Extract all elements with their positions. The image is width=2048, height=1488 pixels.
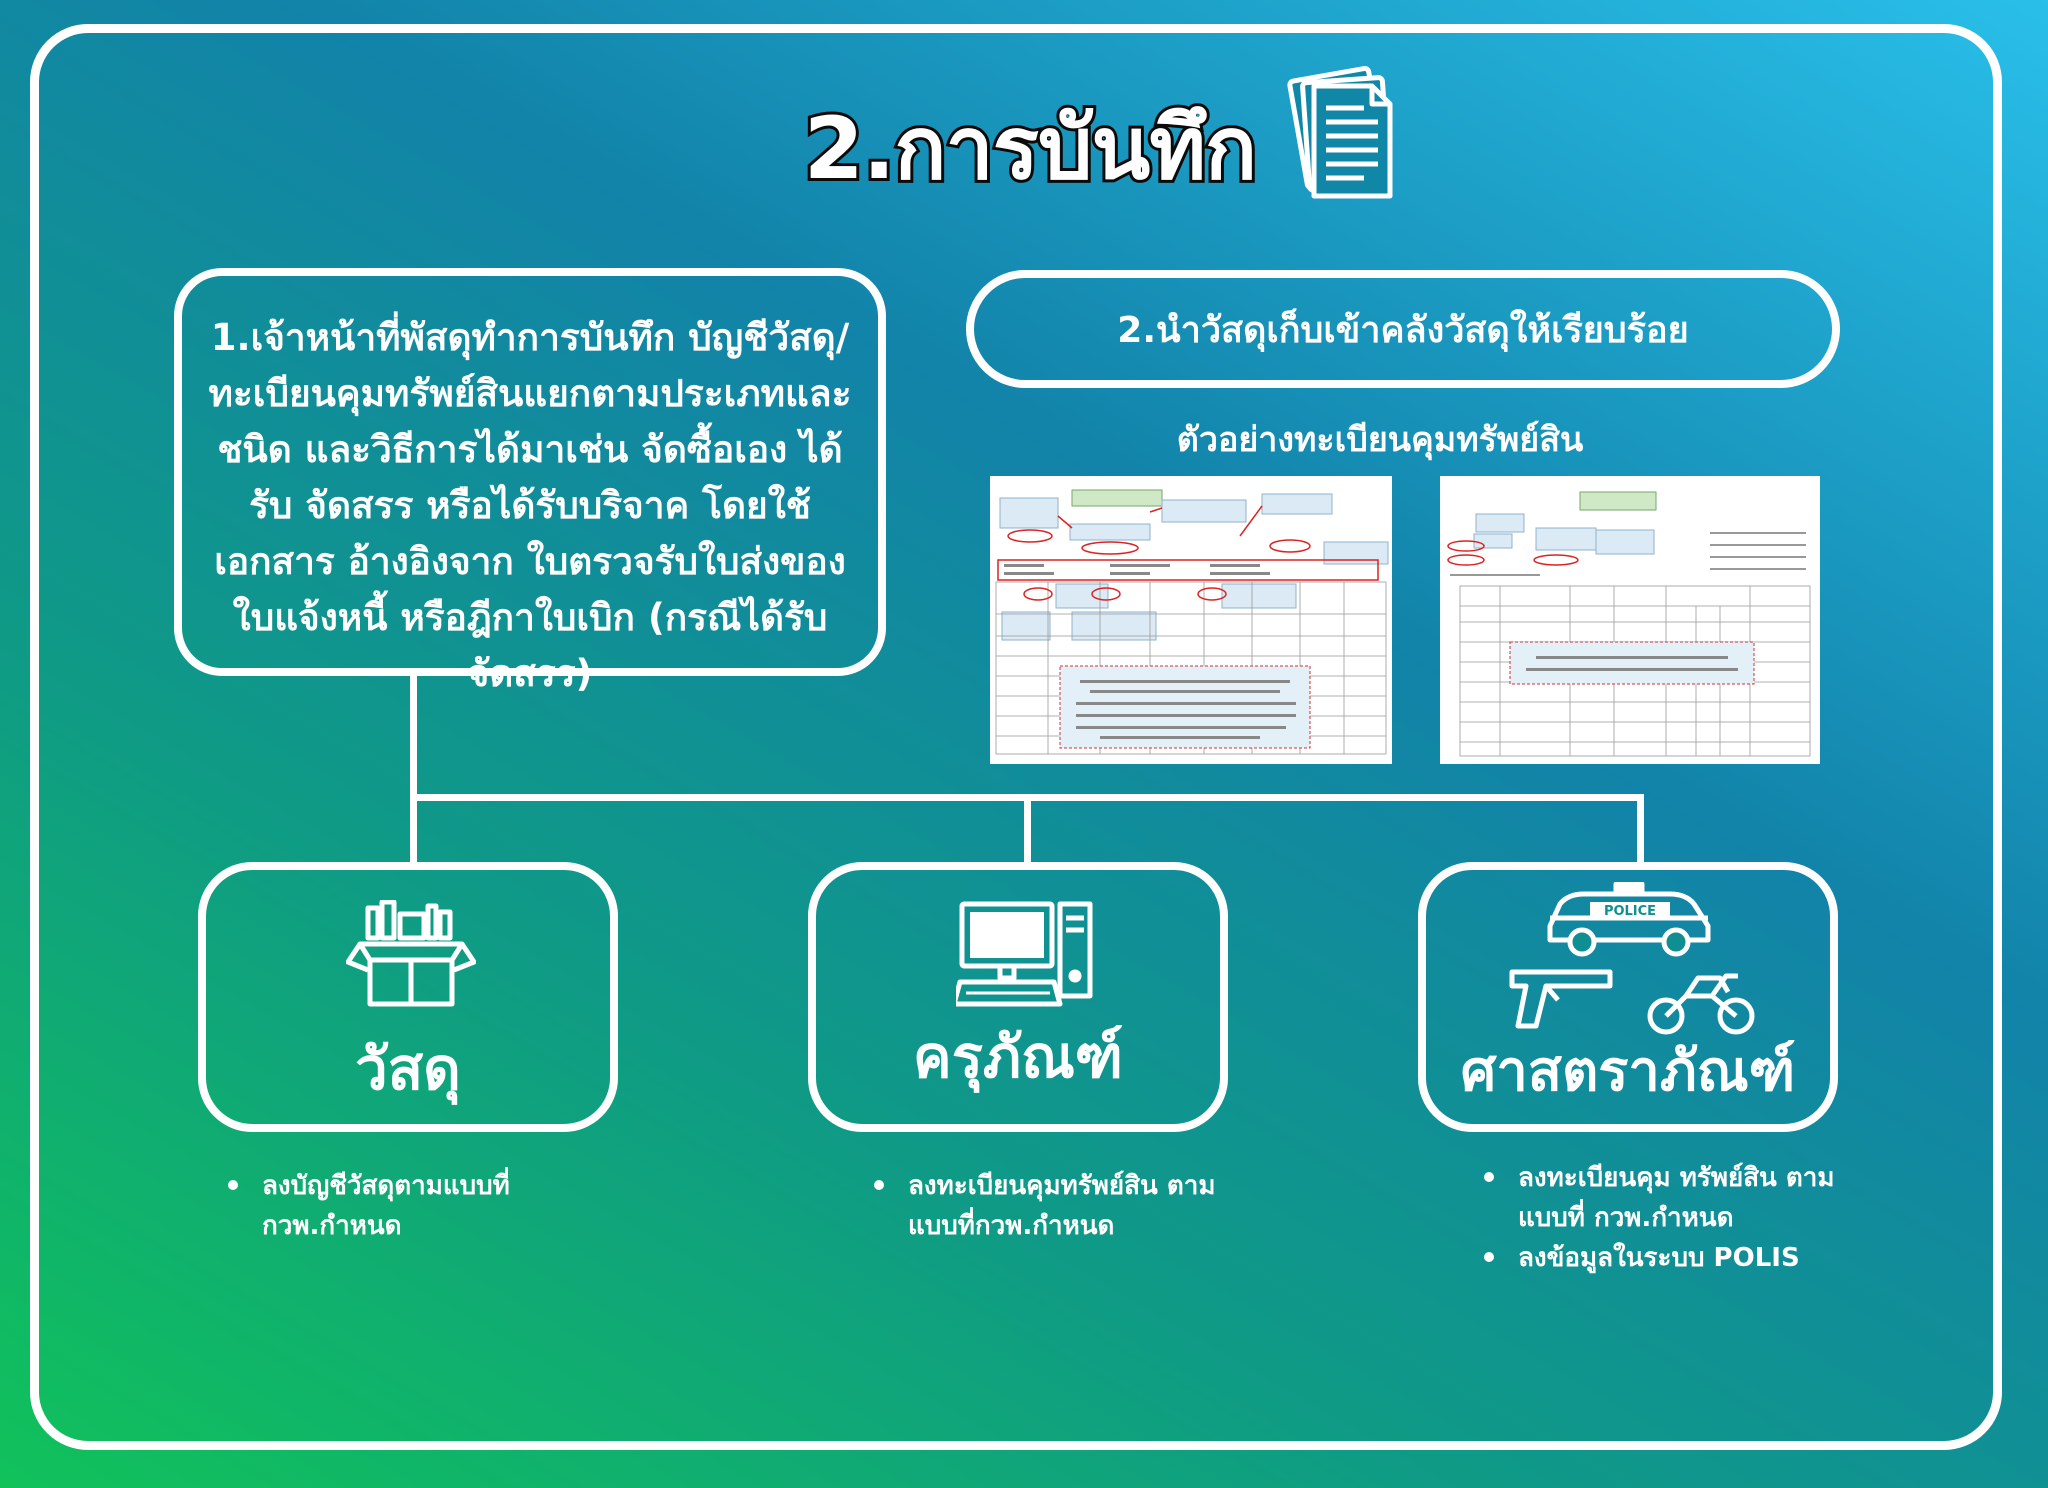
document-stack-icon <box>1287 66 1393 199</box>
step2-box: 2.นำวัสดุเก็บเข้าคลังวัสดุให้เรียบร้อย <box>966 270 1840 388</box>
category-material: วัสดุ <box>198 862 618 1132</box>
step1-box: 1.เจ้าหน้าที่พัสดุทำการบันทึก บัญชีวัสดุ… <box>174 268 886 695</box>
connector-center <box>1024 794 1031 864</box>
category-label-durable: ครุภัณฑ์ <box>912 1023 1124 1091</box>
connector-right <box>1637 794 1644 864</box>
motorcycle-icon <box>1647 973 1755 1035</box>
step1-text: 1.เจ้าหน้าที่พัสดุทำการบันทึก บัญชีวัสดุ… <box>208 316 852 695</box>
note-item: ลงข้อมูลในระบบ POLIS <box>1484 1238 1844 1278</box>
computer-icon <box>956 901 1093 1007</box>
svg-text:POLICE: POLICE <box>1604 904 1656 919</box>
outer-frame <box>30 24 2002 1450</box>
connector-left <box>410 794 417 864</box>
page-title: 2.การบันทึก <box>801 96 1260 202</box>
category-weapons: POLICE ศาสตราภัณฑ์ <box>1418 862 1838 1132</box>
notes-weapons: ลงทะเบียนคุม ทรัพย์สิน ตามแบบที่ กวพ.กำห… <box>1484 1158 1844 1278</box>
note-item: ลงบัญชีวัสดุตามแบบที่ กวพ.กำหนด <box>228 1166 568 1246</box>
police-car-icon: POLICE <box>1547 882 1711 957</box>
sample-title: ตัวอย่างทะเบียนคุมทรัพย์สิน <box>1176 420 1584 460</box>
sample-ledger-image <box>1440 476 1820 764</box>
sample-register-image <box>990 476 1392 764</box>
category-label-weapons: ศาสตราภัณฑ์ <box>1460 1039 1796 1104</box>
notes-material: ลงบัญชีวัสดุตามแบบที่ กวพ.กำหนด <box>228 1166 568 1246</box>
notes-durable: ลงทะเบียนคุมทรัพย์สิน ตามแบบที่กวพ.กำหนด <box>874 1166 1234 1246</box>
connector-vertical-main <box>410 676 417 800</box>
note-item: ลงทะเบียนคุม ทรัพย์สิน ตามแบบที่ กวพ.กำห… <box>1484 1158 1844 1238</box>
gun-icon <box>1509 969 1613 1029</box>
box-icon <box>346 900 476 1007</box>
step2-text: 2.นำวัสดุเก็บเข้าคลังวัสดุให้เรียบร้อย <box>1117 309 1689 351</box>
note-item: ลงทะเบียนคุมทรัพย์สิน ตามแบบที่กวพ.กำหนด <box>874 1166 1234 1246</box>
category-durable: ครุภัณฑ์ <box>808 862 1228 1132</box>
category-label-material: วัสดุ <box>355 1035 461 1103</box>
